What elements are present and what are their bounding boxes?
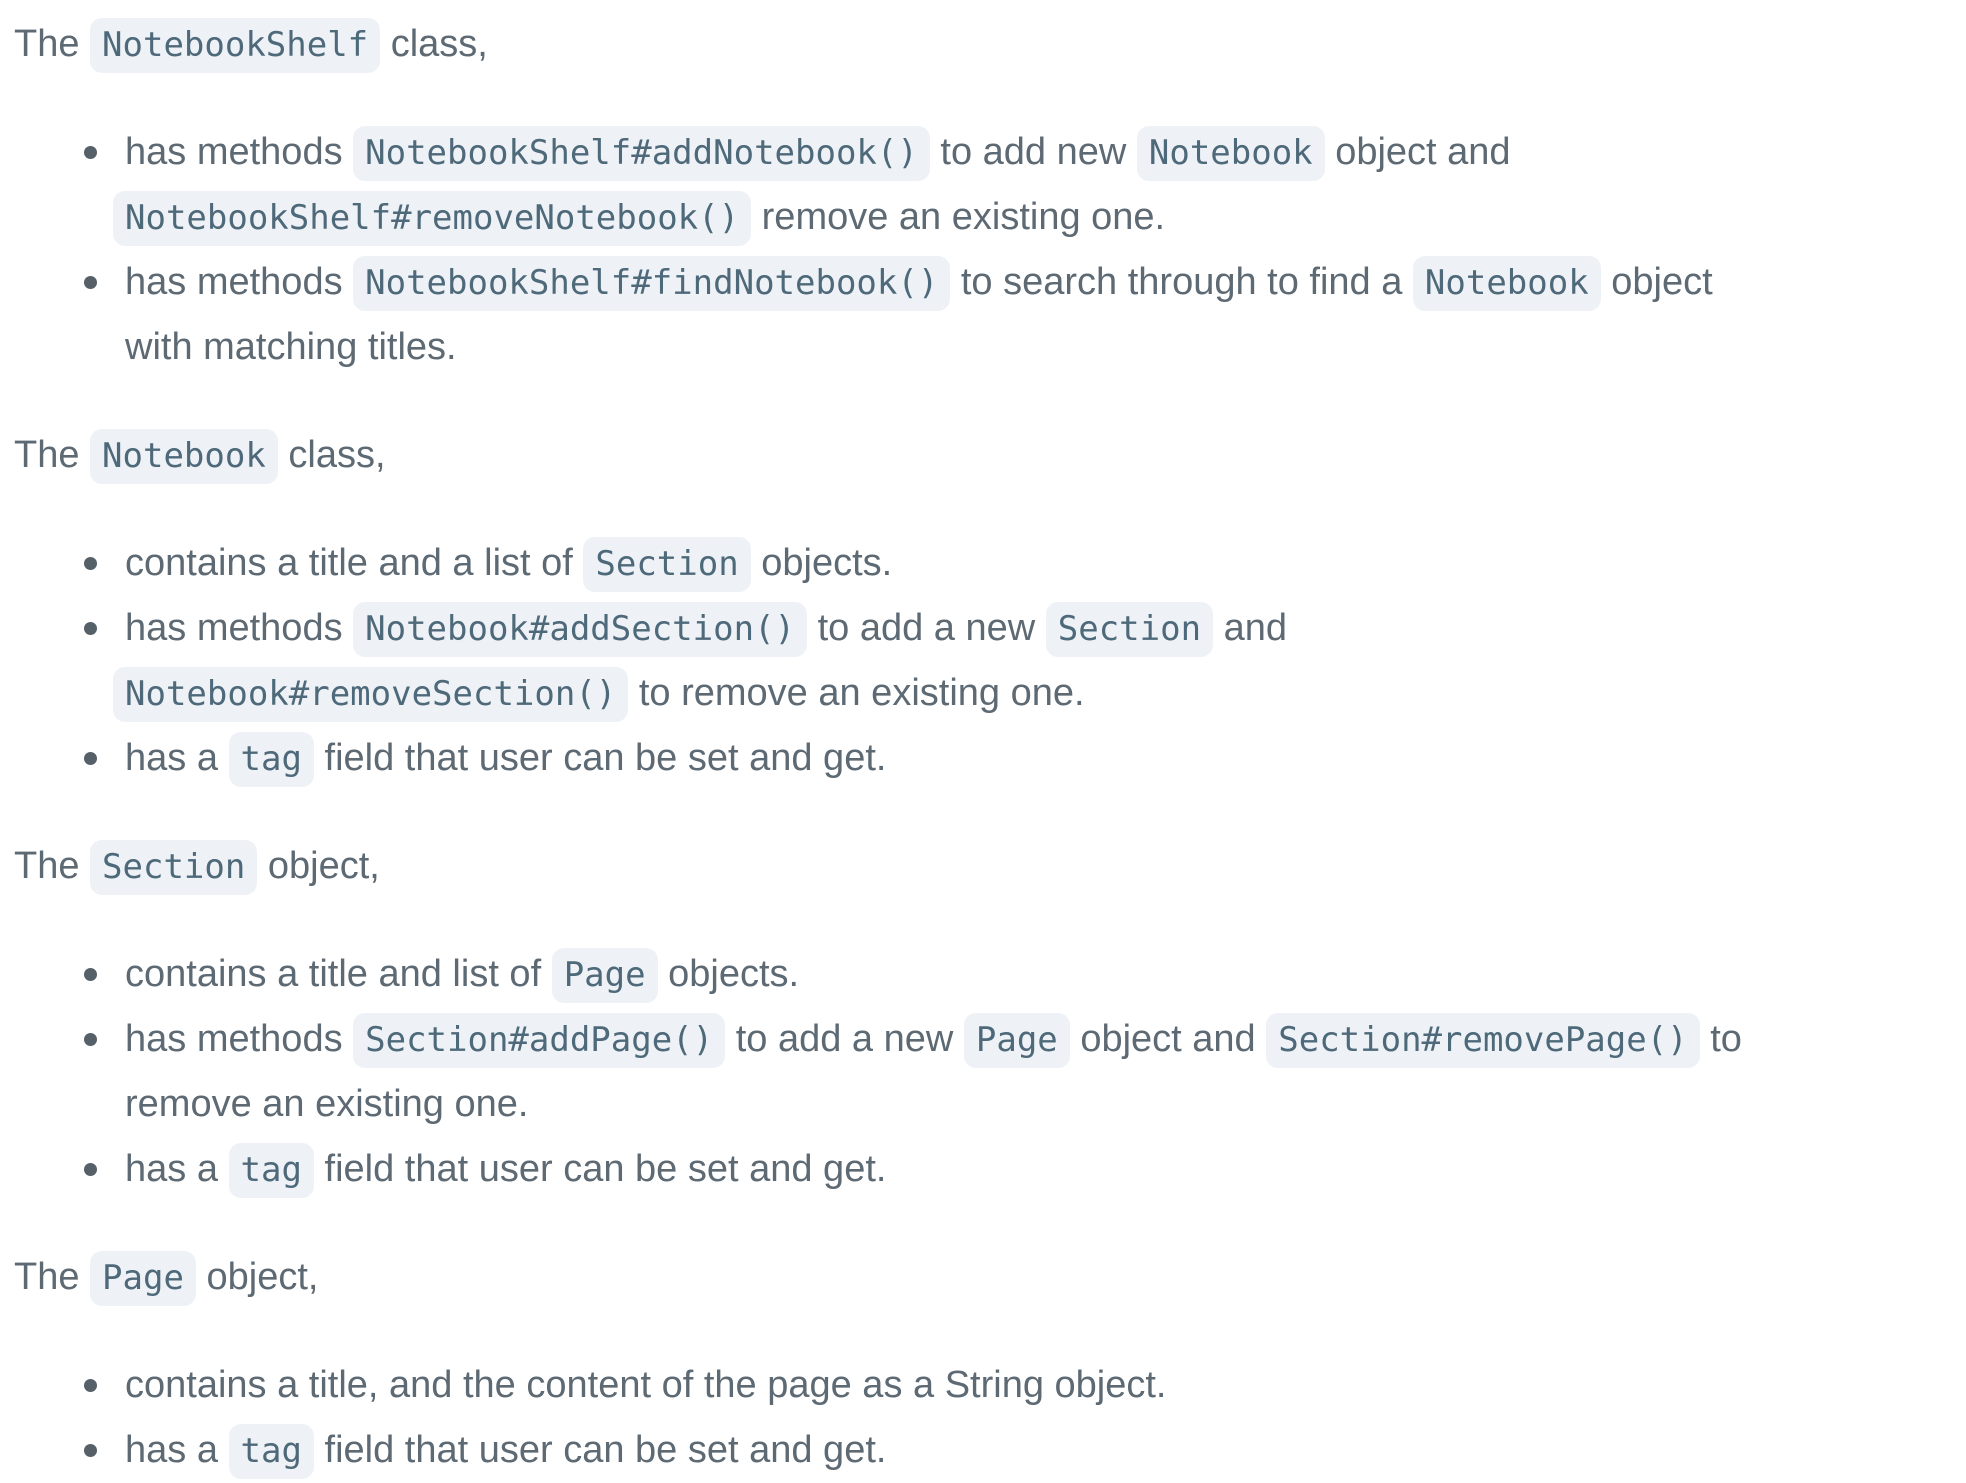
list-item-line: has methods Section#addPage() to add a n… [125, 1007, 1950, 1072]
content-block: The Notebook class, contains a title and … [14, 423, 1950, 791]
text-run: The [14, 1256, 91, 1298]
list-item: has methods NotebookShelf#findNotebook()… [84, 250, 1950, 380]
inline-code: Page [551, 948, 658, 1003]
list-item: has a tag field that user can be set and… [84, 726, 1950, 791]
text-run: field that user can be set and get. [313, 1148, 887, 1190]
text-run: The [14, 434, 91, 476]
inline-code: tag [228, 732, 314, 787]
text-run: to remove an existing one. [628, 672, 1085, 714]
inline-code: Page [963, 1013, 1070, 1068]
text-run: objects. [750, 542, 893, 584]
list-item: has methods Notebook#addSection() to add… [84, 596, 1950, 726]
text-run: object [1600, 261, 1713, 303]
list-item-line: has methods Notebook#addSection() to add… [125, 596, 1950, 661]
inline-code: NotebookShelf#findNotebook() [353, 256, 951, 311]
text-run: class, [277, 434, 386, 476]
text-run: remove an existing one. [125, 1083, 529, 1125]
inline-code: Notebook [1412, 256, 1601, 311]
list-item-line: has methods NotebookShelf#findNotebook()… [125, 250, 1950, 315]
text-run: has a [125, 1148, 229, 1190]
inline-code: Section [1045, 602, 1214, 657]
text-run: contains a title and a list of [125, 542, 584, 584]
list-item: has methods Section#addPage() to add a n… [84, 1007, 1950, 1137]
text-run: has methods [125, 131, 354, 173]
text-run: to add a new [725, 1018, 964, 1060]
text-run: object, [195, 1256, 319, 1298]
content-block: The Page object, contains a title, and th… [14, 1245, 1950, 1483]
text-run: class, [380, 23, 488, 65]
content-block: The NotebookShelf class, has methods Note… [14, 12, 1950, 380]
list-item-line: NotebookShelf#removeNotebook() remove an… [113, 185, 1950, 250]
text-run: objects. [657, 953, 800, 995]
text-run: has methods [125, 261, 354, 303]
text-run: has methods [125, 1018, 354, 1060]
list-item-line: contains a title and list of Page object… [125, 942, 1950, 1007]
list-item: has a tag field that user can be set and… [84, 1418, 1950, 1483]
list-item: contains a title and a list of Section o… [84, 531, 1950, 596]
text-run: field that user can be set and get. [313, 737, 887, 779]
bullet-list: contains a title and list of Page object… [14, 942, 1950, 1202]
list-item-line: has methods NotebookShelf#addNotebook() … [125, 120, 1950, 185]
list-item-line: has a tag field that user can be set and… [125, 1137, 1950, 1202]
inline-code: Section [90, 840, 258, 895]
inline-code: NotebookShelf#removeNotebook() [113, 191, 752, 246]
text-run: contains a title, and the content of the… [125, 1364, 1167, 1406]
list-item-line: has a tag field that user can be set and… [125, 726, 1950, 791]
inline-code: Page [90, 1251, 196, 1306]
text-run: The [14, 23, 91, 65]
intro-paragraph: The NotebookShelf class, [14, 12, 1950, 77]
text-run: remove an existing one. [751, 196, 1166, 238]
text-run: has methods [125, 607, 354, 649]
bullet-list: has methods NotebookShelf#addNotebook() … [14, 120, 1950, 380]
text-run: has a [125, 737, 229, 779]
list-item: contains a title, and the content of the… [84, 1353, 1950, 1418]
list-item-line: contains a title and a list of Section o… [125, 531, 1950, 596]
text-run: to add new [929, 131, 1137, 173]
intro-paragraph: The Section object, [14, 834, 1950, 899]
inline-code: Section#removePage() [1266, 1013, 1700, 1068]
inline-code: NotebookShelf [90, 18, 381, 73]
inline-code: Section [583, 537, 751, 592]
inline-code: Notebook [1136, 126, 1325, 181]
bullet-list: contains a title and a list of Section o… [14, 531, 1950, 791]
list-item-line: with matching titles. [125, 315, 1950, 380]
text-run: object and [1324, 131, 1511, 173]
text-run: to add a new [807, 607, 1046, 649]
list-item: has a tag field that user can be set and… [84, 1137, 1950, 1202]
text-run: has a [125, 1429, 229, 1471]
list-item: contains a title and list of Page object… [84, 942, 1950, 1007]
text-run: field that user can be set and get. [313, 1429, 887, 1471]
content-block: The Section object, contains a title and … [14, 834, 1950, 1202]
list-item-line: remove an existing one. [125, 1072, 1950, 1137]
text-run: contains a title and list of [125, 953, 552, 995]
list-item-line: contains a title, and the content of the… [125, 1353, 1950, 1418]
intro-paragraph: The Notebook class, [14, 423, 1950, 488]
list-item-line: has a tag field that user can be set and… [125, 1418, 1950, 1483]
list-item-line: Notebook#removeSection() to remove an ex… [113, 661, 1950, 726]
text-run: with matching titles. [125, 326, 457, 368]
text-run: to [1699, 1018, 1742, 1060]
text-run: to search through to find a [950, 261, 1413, 303]
text-run: object, [257, 845, 380, 887]
text-run: and [1213, 607, 1288, 649]
inline-code: Notebook#removeSection() [113, 667, 629, 722]
inline-code: NotebookShelf#addNotebook() [353, 126, 930, 181]
inline-code: Section#addPage() [353, 1013, 726, 1068]
inline-code: Notebook [90, 429, 278, 484]
list-item: has methods NotebookShelf#addNotebook() … [84, 120, 1950, 250]
inline-code: tag [228, 1143, 314, 1198]
inline-code: tag [228, 1424, 314, 1479]
text-run: object and [1069, 1018, 1267, 1060]
text-run: The [14, 845, 91, 887]
inline-code: Notebook#addSection() [353, 602, 808, 657]
intro-paragraph: The Page object, [14, 1245, 1950, 1310]
bullet-list: contains a title, and the content of the… [14, 1353, 1950, 1483]
